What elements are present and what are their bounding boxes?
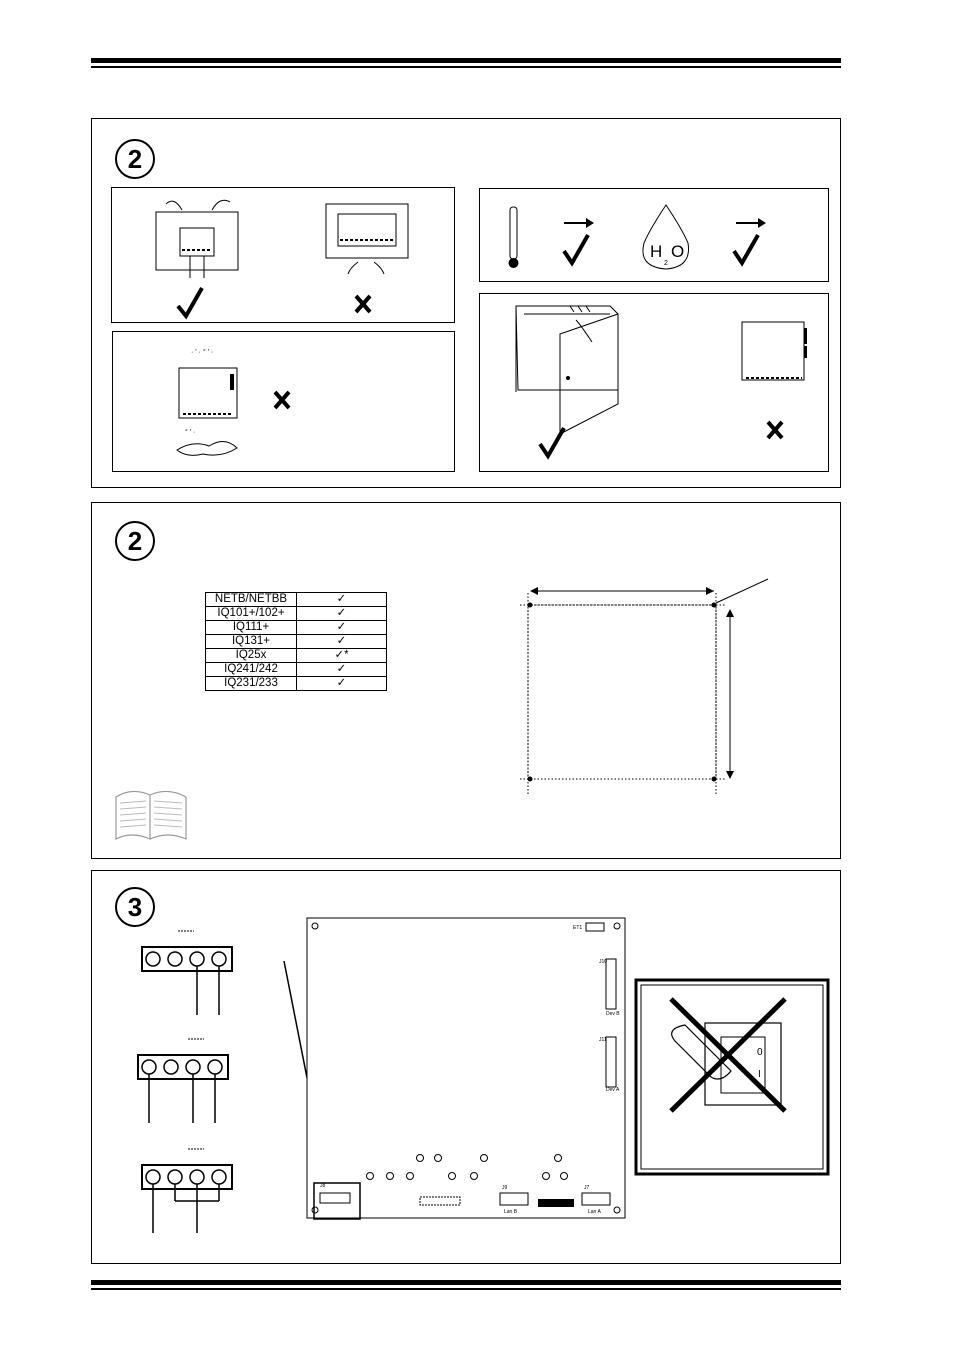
moisture-box: · ' · ° ' · ° ' ·	[112, 331, 455, 472]
table-row: IQ111+✓	[205, 620, 387, 635]
label-et1: ET1	[573, 925, 582, 931]
header-rule-thin	[91, 66, 841, 68]
panel-wiring: 3	[91, 870, 841, 1264]
water-h: H	[650, 242, 662, 261]
no-switch-icon: 0 I	[634, 978, 830, 1176]
step-number: 2	[115, 139, 155, 179]
footer-rule-thick	[91, 1280, 841, 1285]
cross-icon	[273, 390, 291, 410]
checkmark-icon	[176, 287, 204, 320]
checkmark-icon	[538, 427, 566, 460]
svg-text:· ' · ° ' ·: · ' · ° ' ·	[191, 348, 213, 356]
label-lan-a: Lan A	[588, 1209, 601, 1215]
table-row: NETB/NETBB✓	[205, 592, 387, 607]
water-subscript: 2	[664, 260, 668, 267]
table-row: IQ25x✓*	[205, 648, 387, 663]
connector-wiring-diagrams	[137, 930, 233, 1233]
arrow-right-icon	[736, 218, 766, 228]
controller-board: ET1 J10 Dev B J11 Dev A J8 J9 Lan B J7 L…	[306, 917, 626, 1220]
label-j7: J7	[584, 1185, 590, 1191]
panel-environment: 2 · ' · ° ' · ° ' ·	[91, 118, 841, 488]
panel-compatibility-mounting: 2 NETB/NETBB✓ IQ101+/102+✓ IQ111+✓ IQ131…	[91, 502, 841, 859]
table-row: IQ241/242✓	[205, 662, 387, 677]
footer-rule-thin	[91, 1288, 841, 1290]
step-number: 2	[115, 521, 155, 561]
label-dev-a: Dev A	[606, 1087, 620, 1093]
water-drop-icon	[642, 204, 690, 270]
table-row: IQ131+✓	[205, 634, 387, 649]
label-j11: J11	[599, 1037, 607, 1043]
ventilation-box	[111, 187, 455, 323]
checkmark-icon	[732, 234, 760, 267]
temperature-humidity-illustration: H O 2	[508, 204, 766, 270]
ventilation-illustration	[155, 199, 409, 320]
table-row: IQ101+/102+✓	[205, 606, 387, 621]
water-o: O	[671, 242, 684, 261]
table-row: IQ231/233✓	[205, 676, 387, 691]
label-lan-b: Lan B	[504, 1209, 518, 1215]
checkmark-icon	[562, 234, 590, 267]
moisture-illustration: · ' · ° ' · ° ' ·	[176, 348, 291, 456]
switch-on-label: I	[758, 1069, 761, 1080]
step-number: 3	[115, 887, 155, 927]
switch-off-label: 0	[757, 1047, 763, 1058]
compatibility-table: NETB/NETBB✓ IQ101+/102+✓ IQ111+✓ IQ131+✓…	[205, 592, 387, 691]
enclosure-illustration	[515, 305, 807, 460]
label-j8: J8	[320, 1183, 326, 1189]
label-j9: J9	[502, 1185, 508, 1191]
thermometer-icon	[508, 206, 519, 268]
enclosure-box	[479, 293, 829, 472]
header-rule-thick	[91, 58, 841, 63]
label-j10: J10	[599, 959, 607, 965]
temperature-humidity-box: H O 2	[479, 188, 829, 282]
mounting-template	[520, 578, 769, 795]
arrow-right-icon	[564, 218, 594, 228]
manual-book-icon	[115, 790, 187, 840]
cross-icon	[354, 294, 372, 314]
label-dev-b: Dev B	[606, 1011, 620, 1017]
svg-text:° ' ·: ° ' ·	[185, 428, 195, 436]
cross-icon	[766, 420, 784, 440]
